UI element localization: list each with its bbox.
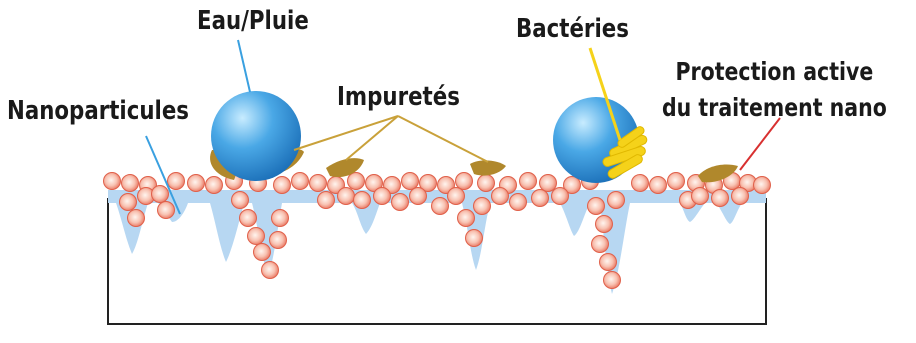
leader-impurity-c	[398, 116, 488, 162]
nanoparticle	[474, 198, 491, 215]
nanoparticle	[650, 177, 667, 194]
nanoparticle	[448, 188, 465, 205]
nanoparticle	[668, 173, 685, 190]
nanoparticle	[158, 202, 175, 219]
nanoparticle	[632, 175, 649, 192]
nanoparticle	[392, 194, 409, 211]
nanoparticle	[410, 188, 427, 205]
label-water: Eau/Pluie	[197, 6, 309, 36]
nanoparticle	[188, 175, 205, 192]
nanoparticle	[374, 188, 391, 205]
nanoparticle	[492, 188, 509, 205]
nanoparticle	[348, 173, 365, 190]
label-protection-line2: du traitement nano	[662, 90, 887, 126]
nanoparticle	[152, 186, 169, 203]
nanoparticle	[120, 194, 137, 211]
nanoparticle	[128, 210, 145, 227]
nanoparticle	[262, 262, 279, 279]
nanoparticle	[272, 210, 289, 227]
nanoparticle	[520, 173, 537, 190]
nanoparticle	[510, 194, 527, 211]
nanoparticle	[206, 177, 223, 194]
nanoparticle	[318, 192, 335, 209]
nanoparticle	[692, 188, 709, 205]
nanoparticle	[588, 198, 605, 215]
nanoparticle	[532, 190, 549, 207]
leader-impurity-a	[294, 116, 398, 150]
nanoparticle	[104, 173, 121, 190]
nanoparticle	[432, 198, 449, 215]
nanoparticle	[402, 173, 419, 190]
nanoparticle	[458, 210, 475, 227]
impurity-right	[470, 160, 506, 175]
label-nanoparticles: Nanoparticules	[7, 96, 189, 126]
label-protection: Protection active du traitement nano	[662, 54, 887, 126]
nanoparticle	[254, 244, 271, 261]
nanoparticle	[232, 192, 249, 209]
nanoparticle	[466, 230, 483, 247]
nanoparticle	[122, 175, 139, 192]
nanoparticle	[168, 173, 185, 190]
nanoparticle	[274, 177, 291, 194]
nanoparticle	[240, 210, 257, 227]
nanoparticle	[248, 228, 265, 245]
nanoparticle	[292, 173, 309, 190]
nanoparticle	[338, 188, 355, 205]
nanoparticle	[540, 175, 557, 192]
nanoparticle	[552, 188, 569, 205]
label-impurities: Impuretés	[337, 82, 460, 112]
nanoparticle	[754, 177, 771, 194]
nanoparticle	[592, 236, 609, 253]
nanoparticle	[712, 190, 729, 207]
nanoparticles	[104, 173, 771, 289]
nanoparticle	[732, 188, 749, 205]
nanoparticle	[600, 254, 617, 271]
nanoparticle	[456, 173, 473, 190]
water-droplet-left	[211, 91, 301, 181]
nanoparticle	[478, 175, 495, 192]
nanoparticle	[596, 216, 613, 233]
nanoparticle	[354, 192, 371, 209]
nanoparticle	[270, 232, 287, 249]
substrate-outline	[108, 198, 766, 324]
label-protection-line1: Protection active	[662, 54, 887, 90]
nanoparticle	[310, 175, 327, 192]
leader-water	[238, 40, 250, 92]
nanoparticle	[608, 192, 625, 209]
nanoparticle	[604, 272, 621, 289]
label-bacteria: Bactéries	[516, 14, 629, 44]
leader-impurity-b	[346, 116, 398, 160]
